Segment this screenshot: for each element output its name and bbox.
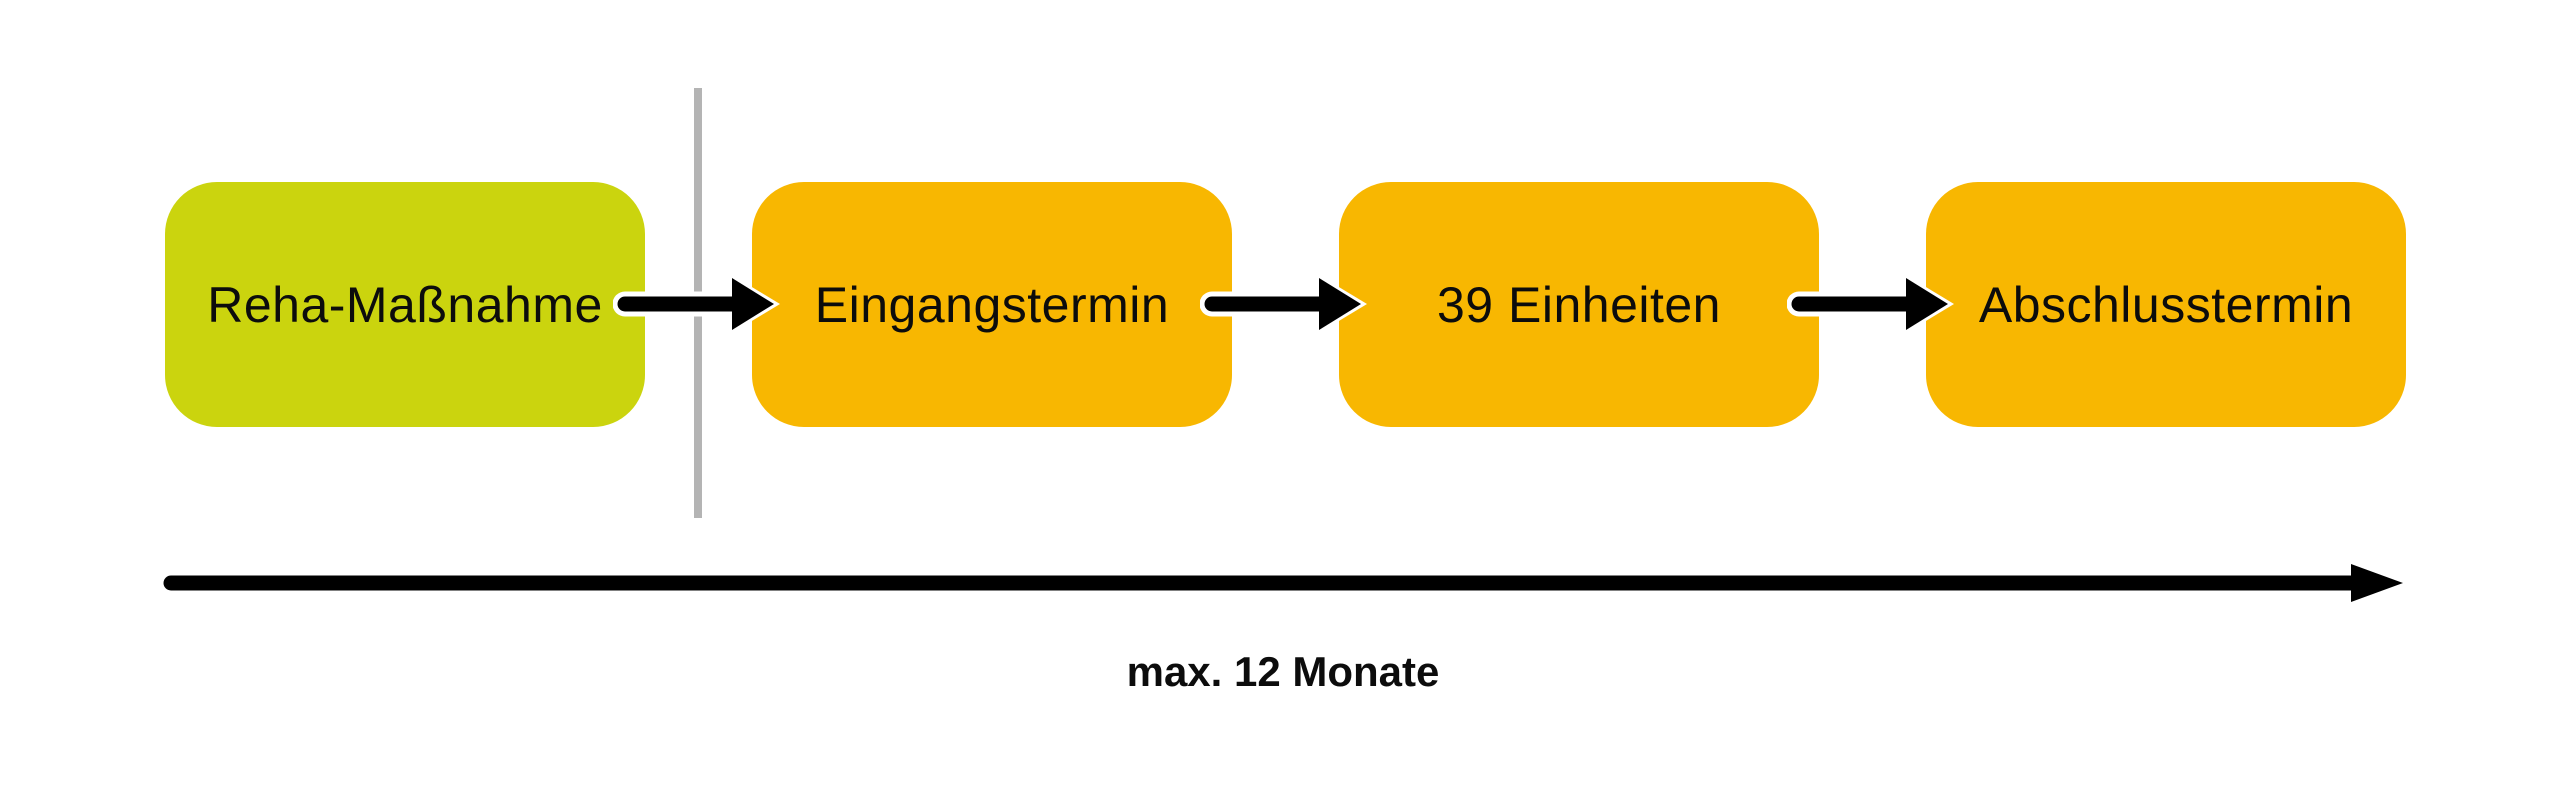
node-39-einheiten: 39 Einheiten bbox=[1339, 182, 1819, 427]
flow-arrow-icon-1 bbox=[613, 272, 780, 336]
node-reha-massnahme: Reha-Maßnahme bbox=[165, 182, 645, 427]
timeline-label: max. 12 Monate bbox=[1126, 648, 1440, 695]
flow-arrow-icon-2 bbox=[1200, 272, 1367, 336]
timeline-arrow-icon bbox=[163, 564, 2403, 602]
node-abschlusstermin-label: Abschlusstermin bbox=[1978, 276, 2354, 333]
node-39-einheiten-label: 39 Einheiten bbox=[1436, 276, 1721, 333]
node-eingangstermin: Eingangstermin bbox=[752, 182, 1232, 427]
node-abschlusstermin: Abschlusstermin bbox=[1926, 182, 2406, 427]
flow-arrow-icon-3 bbox=[1787, 272, 1954, 336]
node-eingangstermin-label: Eingangstermin bbox=[814, 276, 1170, 333]
node-reha-massnahme-label: Reha-Maßnahme bbox=[207, 276, 603, 333]
